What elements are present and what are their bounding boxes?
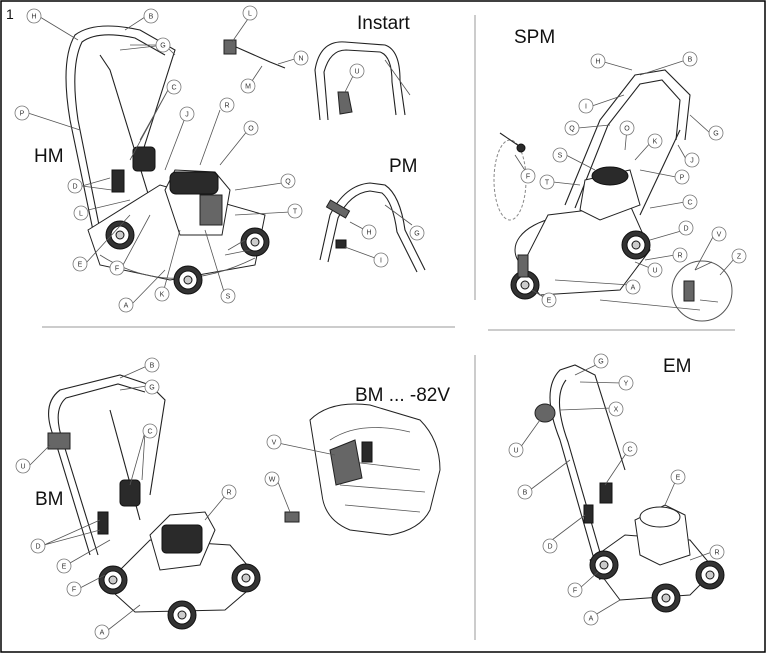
spm-label-d: D	[683, 226, 688, 233]
bm-label-u: U	[20, 464, 25, 471]
hm-label-b: B	[149, 14, 154, 21]
spm-label-j: J	[690, 158, 694, 165]
hm-label-r: R	[224, 103, 229, 110]
hm-mower-drawing	[65, 25, 270, 295]
em-label-u: U	[513, 448, 518, 455]
spm-drawing	[493, 69, 733, 322]
bm-label-f: F	[72, 587, 76, 594]
bm82-title: BM ... -82V	[355, 385, 450, 406]
spm-label-t: T	[545, 180, 550, 187]
spm-label-g: G	[713, 131, 718, 138]
hm-label-s: S	[226, 294, 231, 301]
hm-label-p: P	[20, 111, 25, 118]
em-label-c: C	[627, 447, 632, 454]
spm-label-c: C	[687, 200, 692, 207]
hm-label-o: O	[248, 126, 254, 133]
pm-title: PM	[389, 156, 418, 177]
bm82-drawing	[277, 403, 441, 536]
spm-label-i: I	[585, 104, 587, 111]
figure-number: 1	[6, 6, 14, 22]
hm-label-k: K	[160, 292, 165, 299]
em-label-b: B	[523, 490, 528, 497]
bm-mower-drawing	[47, 374, 261, 630]
hm-label-d: D	[72, 184, 77, 191]
bm-label-e: E	[62, 564, 67, 571]
spm-label-z: Z	[737, 254, 742, 261]
bm-callouts: B G C U R D E F A	[15, 357, 237, 640]
em-mower-drawing	[534, 364, 725, 613]
hm-callouts: H B G C P R J O D L Q T E F A K S	[14, 8, 303, 313]
hm-label-j: J	[185, 112, 189, 119]
pm-label-h: H	[366, 230, 371, 237]
spm-label-a: A	[631, 285, 636, 292]
em-label-x: X	[614, 407, 619, 414]
hm-label-l: L	[79, 211, 83, 218]
instart-label-m: M	[245, 84, 251, 91]
spm-label-o: O	[624, 126, 630, 133]
hm-label-g: G	[160, 43, 165, 50]
hm-title: HM	[34, 146, 64, 167]
spm-label-q: Q	[569, 126, 575, 133]
em-label-a: A	[589, 616, 594, 623]
bm-label-g: G	[149, 385, 154, 392]
spm-label-b: B	[688, 57, 693, 64]
em-label-y: Y	[624, 381, 629, 388]
bm-label-d: D	[35, 544, 40, 551]
em-label-d: D	[547, 544, 552, 551]
hm-label-h: H	[31, 14, 36, 21]
instart-label-l: L	[248, 11, 252, 18]
em-title: EM	[663, 356, 692, 377]
spm-label-p: P	[680, 175, 685, 182]
em-label-r: R	[714, 550, 719, 557]
instart-label-n: N	[298, 56, 303, 63]
hm-label-e: E	[78, 262, 83, 269]
spm-label-s: S	[558, 153, 563, 160]
instart-label-u: U	[354, 69, 359, 76]
hm-label-a: A	[124, 303, 129, 310]
hm-label-f: F	[115, 266, 119, 273]
pm-label-g: G	[414, 231, 419, 238]
spm-label-f: F	[526, 174, 530, 181]
spm-label-r: R	[677, 253, 682, 260]
spm-title: SPM	[514, 27, 555, 48]
bm-title: BM	[35, 489, 64, 510]
instart-callouts: L N M U	[231, 5, 365, 94]
spm-callouts: B H I Q O G S K J F T P C D V R U Z A E	[514, 51, 747, 311]
spm-label-u: U	[652, 268, 657, 275]
bm82-label-w: W	[269, 477, 276, 484]
spm-label-k: K	[653, 139, 658, 146]
spm-label-e: E	[547, 298, 552, 305]
bm-label-c: C	[147, 429, 152, 436]
spm-label-h: H	[595, 59, 600, 66]
instart-title: Instart	[357, 13, 411, 34]
pm-label-i: I	[380, 258, 382, 265]
bm-label-a: A	[100, 630, 105, 637]
instart-drawing	[223, 39, 411, 121]
hm-label-q: Q	[285, 179, 291, 186]
em-callouts: G Y X U C E B D R F A	[508, 353, 725, 626]
em-label-e: E	[676, 475, 681, 482]
bm82-label-v: V	[272, 440, 277, 447]
bm-label-r: R	[226, 490, 231, 497]
em-label-g: G	[598, 359, 603, 366]
hm-label-c: C	[171, 85, 176, 92]
bm-label-b: B	[150, 363, 155, 370]
pm-callouts: H G I	[361, 224, 425, 268]
hm-label-t: T	[293, 209, 298, 216]
bm82-callouts: V W	[264, 434, 282, 487]
spm-label-v: V	[717, 232, 722, 239]
em-label-f: F	[573, 588, 577, 595]
